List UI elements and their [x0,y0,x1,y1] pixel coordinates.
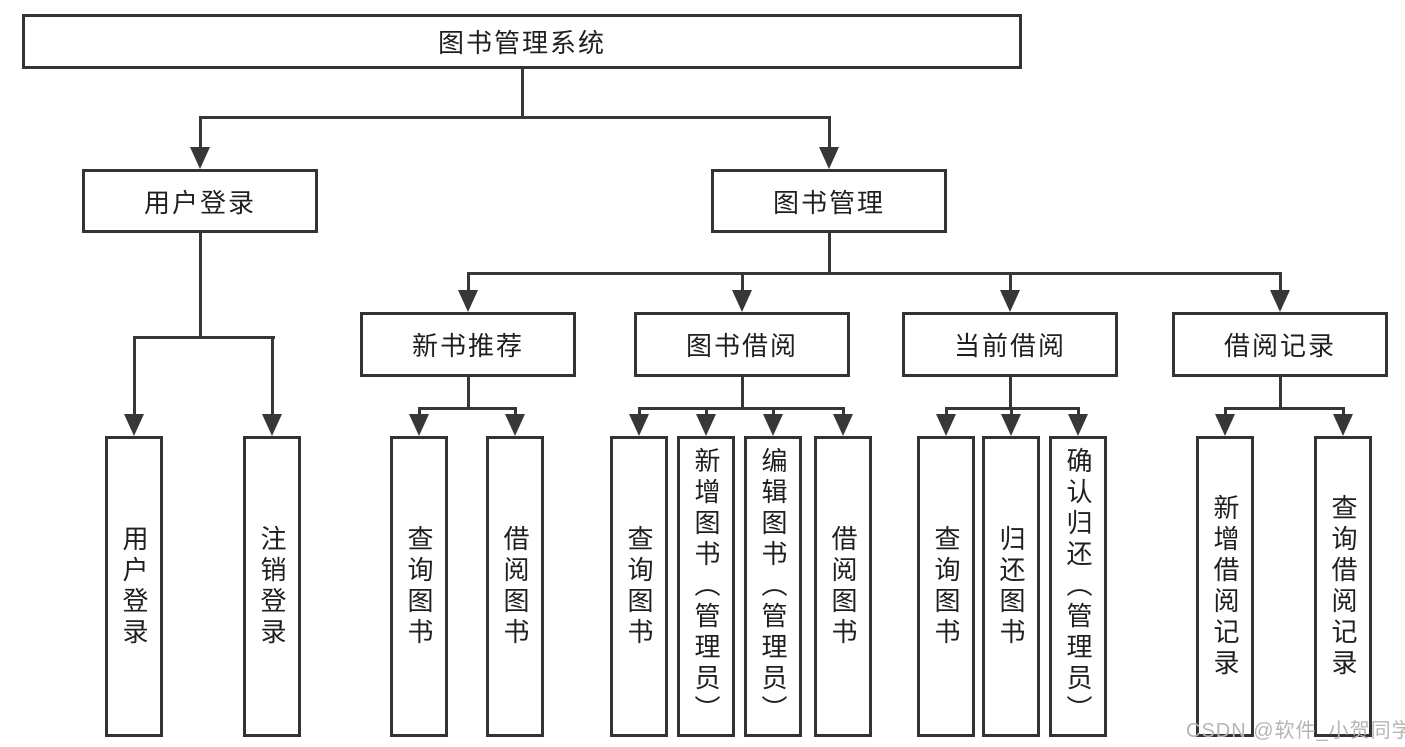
connector-line [417,407,421,416]
connector-line [132,336,275,339]
connector-line [1008,272,1012,292]
connector-line [841,407,845,416]
node-current-borrow: 当前借阅 [902,312,1118,377]
leaf-nb-query-books: 查询图书 [390,436,448,737]
arrow-down-icon [1000,290,1020,312]
arrow-down-icon [936,414,956,436]
node-user-login: 用户登录 [82,169,318,233]
connector-line [417,407,517,410]
connector-line [827,116,831,149]
leaf-label: 注销登录 [257,524,287,649]
arrow-down-icon [190,147,210,169]
leaf-bb-borrow-books: 借阅图书 [814,436,872,737]
leaf-label: 编辑图书（管理员） [758,447,788,726]
leaf-cb-confirm-return-admin: 确认归还（管理员） [1049,436,1107,737]
leaf-user-login: 用户登录 [105,436,163,737]
leaf-cb-query-books: 查询图书 [917,436,975,737]
leaf-label: 新增图书（管理员） [691,447,721,726]
connector-line [198,116,831,119]
leaf-label: 确认归还（管理员） [1063,447,1093,726]
arrow-down-icon [409,414,429,436]
connector-line [704,407,708,416]
node-new-book-recommend: 新书推荐 [360,312,576,377]
leaf-br-add-record: 新增借阅记录 [1196,436,1254,737]
arrow-down-icon [696,414,716,436]
leaf-label: 查询图书 [404,524,434,649]
connector-line [1278,377,1282,409]
connector-line [1341,407,1345,416]
leaf-label: 借阅图书 [828,524,858,649]
csdn-watermark: CSDN @软件_小贺同学 [1186,720,1405,742]
connector-line [132,336,136,416]
connector-line [1278,272,1282,292]
node-book-borrow: 图书借阅 [634,312,850,377]
arrow-down-icon [505,414,525,436]
leaf-label: 归还图书 [996,524,1026,649]
connector-line [466,272,470,292]
leaf-label: 查询图书 [931,524,961,649]
connector-line [466,377,470,409]
leaf-label: 查询借阅记录 [1328,493,1358,680]
leaf-logout: 注销登录 [243,436,301,737]
leaf-label: 查询图书 [624,524,654,649]
leaf-label: 用户登录 [119,524,149,649]
connector-line [637,407,641,416]
leaf-label: 新增借阅记录 [1210,493,1240,680]
node-borrow-records: 借阅记录 [1172,312,1388,377]
connector-line [944,407,948,416]
arrow-down-icon [458,290,478,312]
connector-line [513,407,517,416]
arrow-down-icon [1270,290,1290,312]
connector-line [466,272,1282,275]
leaf-nb-borrow-books: 借阅图书 [486,436,544,737]
arrow-down-icon [732,290,752,312]
connector-line [1076,407,1080,416]
connector-line [520,69,524,118]
connector-line [270,336,274,416]
leaf-bb-edit-books-admin: 编辑图书（管理员） [744,436,802,737]
arrow-down-icon [819,147,839,169]
connector-line [1008,377,1012,409]
arrow-down-icon [833,414,853,436]
leaf-br-query-record: 查询借阅记录 [1314,436,1372,737]
node-book-management: 图书管理 [711,169,947,233]
leaf-label: 借阅图书 [500,524,530,649]
connector-line [740,377,744,409]
leaf-cb-return-books: 归还图书 [982,436,1040,737]
arrow-down-icon [629,414,649,436]
connector-line [198,116,202,149]
arrow-down-icon [1333,414,1353,436]
arrow-down-icon [262,414,282,436]
leaf-bb-query-books: 查询图书 [610,436,668,737]
connector-line [740,272,744,292]
connector-line [1223,407,1345,410]
connector-line [827,233,831,275]
arrow-down-icon [124,414,144,436]
arrow-down-icon [1001,414,1021,436]
connector-line [1223,407,1227,416]
node-root: 图书管理系统 [22,14,1022,69]
arrow-down-icon [1215,414,1235,436]
arrow-down-icon [763,414,783,436]
connector-line [637,407,845,410]
leaf-bb-add-books-admin: 新增图书（管理员） [677,436,735,737]
connector-line [1009,407,1013,416]
arrow-down-icon [1068,414,1088,436]
connector-line [198,233,202,338]
connector-line [771,407,775,416]
